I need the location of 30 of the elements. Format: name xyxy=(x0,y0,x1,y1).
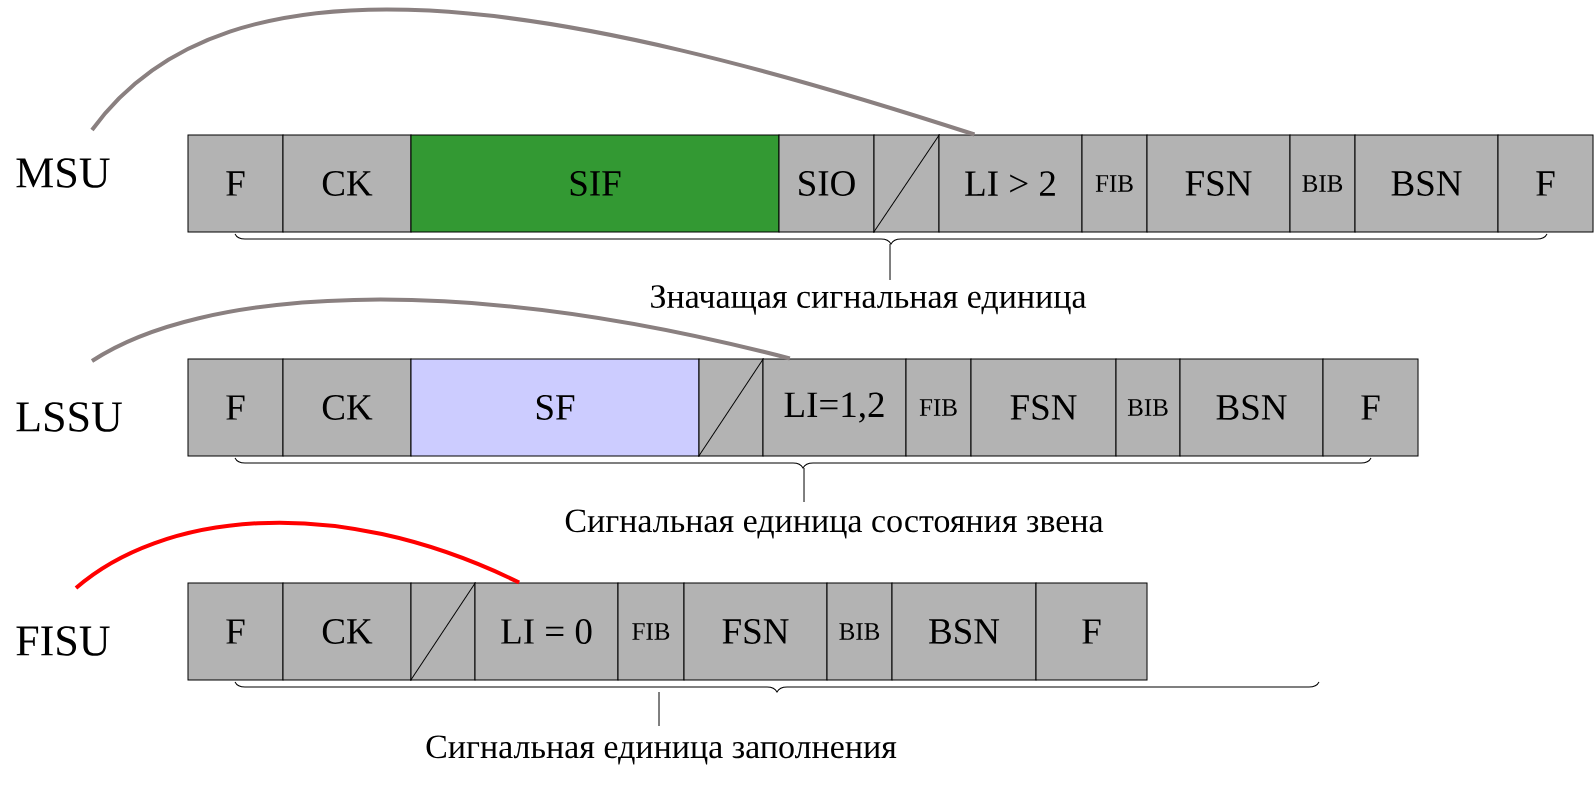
curve-line xyxy=(90,8,976,137)
curve-line xyxy=(74,521,520,590)
frame-field: CK xyxy=(282,358,412,457)
row-label: MSU xyxy=(16,158,110,188)
caption: Значащая сигнальная единица xyxy=(651,285,1087,315)
frame-field: F xyxy=(187,358,284,457)
frame-field: F xyxy=(1322,358,1419,457)
slash-field xyxy=(410,582,476,681)
frame-field: BIB xyxy=(826,582,893,681)
frame-field: F xyxy=(187,134,284,233)
curve-line xyxy=(91,297,791,363)
frame-field: BIB xyxy=(1115,358,1181,457)
row-label: FISU xyxy=(16,626,110,656)
slash-field xyxy=(698,358,764,457)
caption: Сигнальная единица состояния звена xyxy=(565,509,1104,539)
frame-field: SIO xyxy=(778,134,875,233)
frame-field: FIB xyxy=(905,358,972,457)
frame-field: F xyxy=(1035,582,1148,681)
slash-field xyxy=(873,134,940,233)
frame-field: FIB xyxy=(617,582,685,681)
frame-field: F xyxy=(187,582,284,681)
row-label: LSSU xyxy=(16,402,122,432)
frame-field: BIB xyxy=(1289,134,1356,233)
frame-field: FIB xyxy=(1081,134,1148,233)
frame-field: CK xyxy=(282,582,412,681)
frame-field: SF xyxy=(410,358,700,457)
frame-field: SIF xyxy=(410,134,780,233)
caption: Сигнальная единица заполнения xyxy=(426,735,897,765)
frame-field: CK xyxy=(282,134,412,233)
frame-field: F xyxy=(1497,134,1594,233)
